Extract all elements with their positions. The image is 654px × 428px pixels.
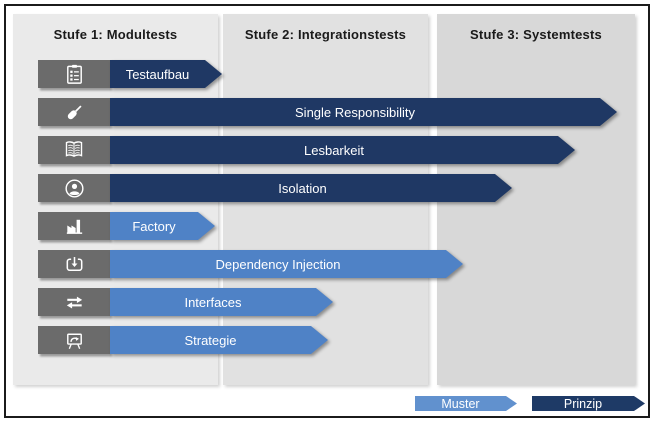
prinzip-arrow-single-responsibility: Single Responsibility	[110, 98, 617, 126]
arrow-label: Strategie	[184, 332, 237, 348]
icon-box	[38, 250, 110, 278]
arrow-label: Testaufbau	[125, 66, 190, 82]
arrow-label: Factory	[132, 218, 176, 234]
icon-box	[38, 60, 110, 88]
arrow-label: Dependency Injection	[215, 256, 341, 272]
row-single-responsibility: Single Responsibility	[6, 98, 648, 126]
column-header-stufe-3: Stufe 3: Systemtests	[470, 27, 602, 42]
icon-box	[38, 288, 110, 316]
row-isolation: Isolation	[6, 174, 648, 202]
prinzip-arrow-lesbarkeit: Lesbarkeit	[110, 136, 575, 164]
legend-muster-label: Muster	[441, 396, 480, 411]
person-circle-icon	[63, 177, 86, 200]
muster-arrow-factory: Factory	[110, 212, 215, 240]
icon-box	[38, 98, 110, 126]
arrow-label: Single Responsibility	[295, 104, 415, 120]
row-dependency-injection: Dependency Injection	[6, 250, 648, 278]
legend-prinzip-arrow: Prinzip	[532, 396, 645, 411]
legend-muster-arrow: Muster	[415, 396, 517, 411]
prinzip-arrow-testaufbau: Testaufbau	[110, 60, 222, 88]
column-header-stufe-2: Stufe 2: Integrationstests	[244, 27, 407, 42]
muster-arrow-interfaces: Interfaces	[110, 288, 333, 316]
icon-box	[38, 326, 110, 354]
legend: Muster Prinzip	[6, 396, 648, 411]
arrow-label: Interfaces	[184, 294, 242, 310]
row-factory: Factory	[6, 212, 648, 240]
arrow-label: Isolation	[278, 180, 327, 196]
swap-arrows-icon	[63, 291, 86, 314]
icon-box	[38, 174, 110, 202]
muster-arrow-dependency-injection: Dependency Injection	[110, 250, 463, 278]
row-interfaces: Interfaces	[6, 288, 648, 316]
arrow-label: Lesbarkeit	[304, 142, 364, 158]
inbox-download-icon	[63, 253, 86, 276]
screwdriver-icon	[63, 101, 86, 124]
row-lesbarkeit: Lesbarkeit	[6, 136, 648, 164]
factory-icon	[63, 215, 86, 238]
row-testaufbau: Testaufbau	[6, 60, 648, 88]
legend-prinzip-label: Prinzip	[563, 396, 603, 411]
clipboard-checklist-icon	[63, 63, 86, 86]
row-strategie: Strategie	[6, 326, 648, 354]
icon-box	[38, 136, 110, 164]
column-header-stufe-1: Stufe 1: Modultests	[53, 27, 178, 42]
muster-arrow-strategie: Strategie	[110, 326, 328, 354]
icon-box	[38, 212, 110, 240]
diagram-frame: Stufe 1: Modultests Stufe 2: Integration…	[4, 4, 650, 418]
flipchart-arrow-icon	[63, 329, 86, 352]
open-book-icon	[62, 138, 86, 162]
prinzip-arrow-isolation: Isolation	[110, 174, 512, 202]
